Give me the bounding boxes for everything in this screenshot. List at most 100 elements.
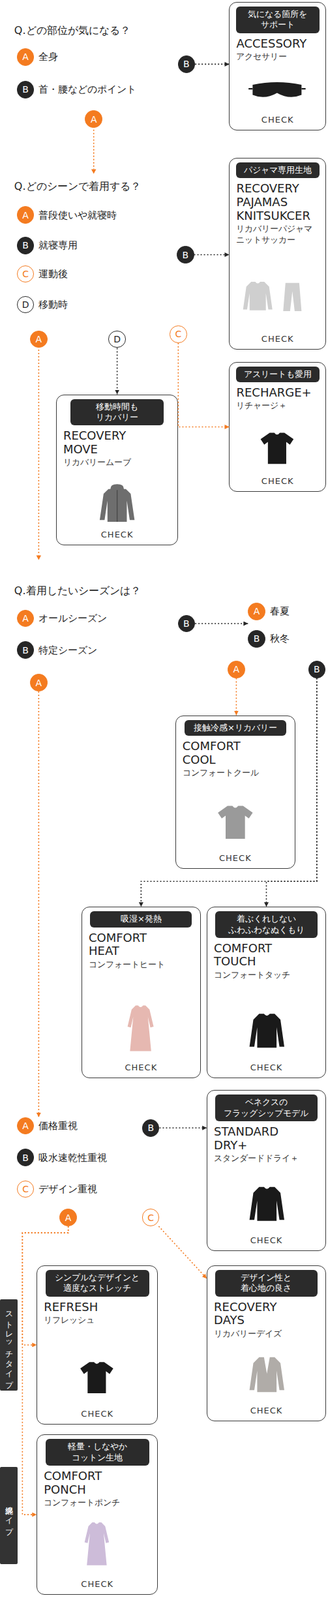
product-card: 移動時間も リカバリーRECOVERY MOVEリカバリームーブCHECK — [56, 394, 179, 546]
option-label: 特定シーズン — [38, 643, 98, 656]
check-button-label: CHECK — [236, 333, 319, 344]
flow-connector — [22, 1225, 68, 1345]
flow-arrowhead — [36, 555, 42, 561]
flow-connector — [140, 678, 317, 908]
option-circle: A春夏 — [247, 602, 266, 621]
product-name: RECOVERY MOVE — [63, 429, 145, 456]
flow-connector — [236, 678, 238, 716]
tshirt — [260, 432, 295, 465]
product-name: STANDARD DRY+ — [213, 1124, 296, 1152]
option-letter: A — [22, 1120, 29, 1131]
product-name: RECOVERY PAJAMAS KNITSUKCER — [236, 181, 318, 223]
question-label: Q.着用したいシーズンは？ — [14, 584, 141, 598]
long-sleeve — [249, 1186, 285, 1221]
option-letter: A — [35, 678, 43, 688]
option-circle: A — [59, 1208, 77, 1226]
option-letter: B — [147, 1122, 154, 1133]
option-label: 就寝専用 — [38, 239, 78, 252]
product-card: 軽量・しなやか コットン生地COMFORT PONCHコンフォートポンチCHEC… — [36, 1433, 158, 1594]
option-circle: Cデザイン重視 — [16, 1180, 35, 1198]
product-name: COMFORT HEAT — [88, 931, 171, 958]
flow-connector — [116, 347, 119, 394]
feature-tag-text: 吸湿×発熱 — [95, 913, 187, 925]
feature-tag-text: 着ぶくれしない ふわふわなぬくもり — [220, 913, 312, 936]
product-card: ベネクスの フラッグシップモデル STANDARD DRY+スタンダードドライ＋ C… — [206, 1089, 327, 1251]
option-letter: D — [113, 334, 121, 344]
option-circle: A — [227, 660, 246, 679]
check-button-label: CHECK — [43, 1578, 151, 1589]
option-letter: A — [253, 606, 261, 616]
dress — [84, 1521, 109, 1566]
option-letter: A — [233, 664, 240, 674]
flow-line — [93, 129, 95, 170]
check-button-label: CHECK — [236, 476, 319, 486]
product-card: 着ぶくれしない ふわふわなぬくもりCOMFORT TOUCHコンフォートタッチC… — [206, 906, 327, 1078]
option-circle: B首・腰などのポイント — [16, 80, 35, 99]
option-circle: B秋冬 — [247, 629, 266, 648]
product-card: パジャマ専用生地RECOVERY PAJAMAS KNITSUKCERリカバリー… — [228, 157, 326, 350]
feature-tag-text: 接触冷感×リカバリー — [189, 722, 282, 733]
question-label: Q.どのシーンで着用する？ — [14, 179, 141, 194]
product-kana: コンフォートタッチ — [213, 969, 291, 981]
option-label: オールシーズン — [38, 612, 107, 625]
feature-tag: ベネクスの フラッグシップモデル — [215, 1094, 317, 1121]
option-circle: B — [178, 55, 196, 74]
product-card: 接触冷感×リカバリー COMFORT COOLコンフォートクール CHECK — [175, 715, 296, 870]
product-kana: アクセサリー — [236, 51, 287, 62]
type-band: 綿混タイプ — [0, 1466, 18, 1564]
feature-tag-text: 気になる箇所を サポート — [241, 9, 315, 31]
flow-arrowhead — [91, 169, 96, 175]
option-letter: C — [147, 1212, 154, 1223]
option-circle: Aオールシーズン — [16, 609, 35, 628]
flow-connector — [38, 691, 40, 1118]
product-card: 吸湿×発熱 COMFORT HEATコンフォートヒート CHECK — [81, 906, 201, 1078]
product-kana: コンフォートクール — [182, 767, 259, 778]
flow-connector — [178, 342, 229, 428]
option-letter: C — [22, 1184, 29, 1194]
eye-mask-strap — [248, 88, 306, 90]
flow-connector — [266, 678, 317, 908]
option-circle: A価格重視 — [16, 1117, 35, 1135]
dress — [127, 1004, 154, 1051]
option-circle: B特定シーズン — [16, 641, 35, 659]
option-label: 価格重視 — [38, 1119, 78, 1133]
product-name: RECOVERY DAYS — [213, 1300, 296, 1327]
option-letter: D — [22, 299, 30, 310]
product-name: ACCESSORY — [236, 37, 307, 51]
feature-tag: シンプルなデザインと 適度なストレッチ — [45, 1269, 150, 1297]
option-letter: C — [22, 269, 29, 279]
pajama-pants — [283, 283, 302, 312]
eye-mask — [248, 82, 306, 98]
product-kana: コンフォートヒート — [88, 959, 165, 970]
option-label: 春夏 — [269, 605, 290, 618]
product-kana: スタンダードドライ＋ — [213, 1152, 299, 1164]
option-circle: C — [142, 1208, 160, 1226]
flow-connector — [159, 1126, 207, 1129]
feature-tag: 吸湿×発熱 — [89, 910, 192, 927]
option-circle: B — [178, 614, 196, 633]
option-label: 全身 — [38, 50, 59, 64]
eye-mask-body — [252, 82, 302, 98]
option-circle: C運動後 — [16, 265, 35, 284]
check-button-label: CHECK — [63, 529, 171, 540]
feature-tag-text: パジャマ専用生地 — [241, 164, 315, 176]
option-letter: B — [181, 250, 189, 260]
option-circle: C — [169, 325, 188, 343]
option-letter: B — [22, 1152, 29, 1163]
option-circle: A — [29, 673, 48, 692]
type-band: ストレッチタイプ — [0, 1298, 18, 1391]
option-letter: B — [183, 59, 190, 69]
check-button-label: CHECK — [43, 1408, 151, 1419]
check-button-label: CHECK — [213, 1235, 319, 1245]
check-button-label: CHECK — [182, 852, 289, 863]
product-name: COMFORT COOL — [182, 739, 265, 767]
option-circle: B就寝専用 — [16, 236, 35, 255]
flow-connector — [194, 63, 229, 66]
product-kana: リチャージ＋ — [236, 400, 287, 411]
option-circle: A — [29, 330, 48, 349]
check-button-label: CHECK — [88, 1062, 194, 1073]
option-letter: A — [90, 114, 98, 124]
option-label: 吸水速乾性重視 — [38, 1150, 107, 1164]
feature-tag: パジャマ専用生地 — [236, 162, 320, 179]
